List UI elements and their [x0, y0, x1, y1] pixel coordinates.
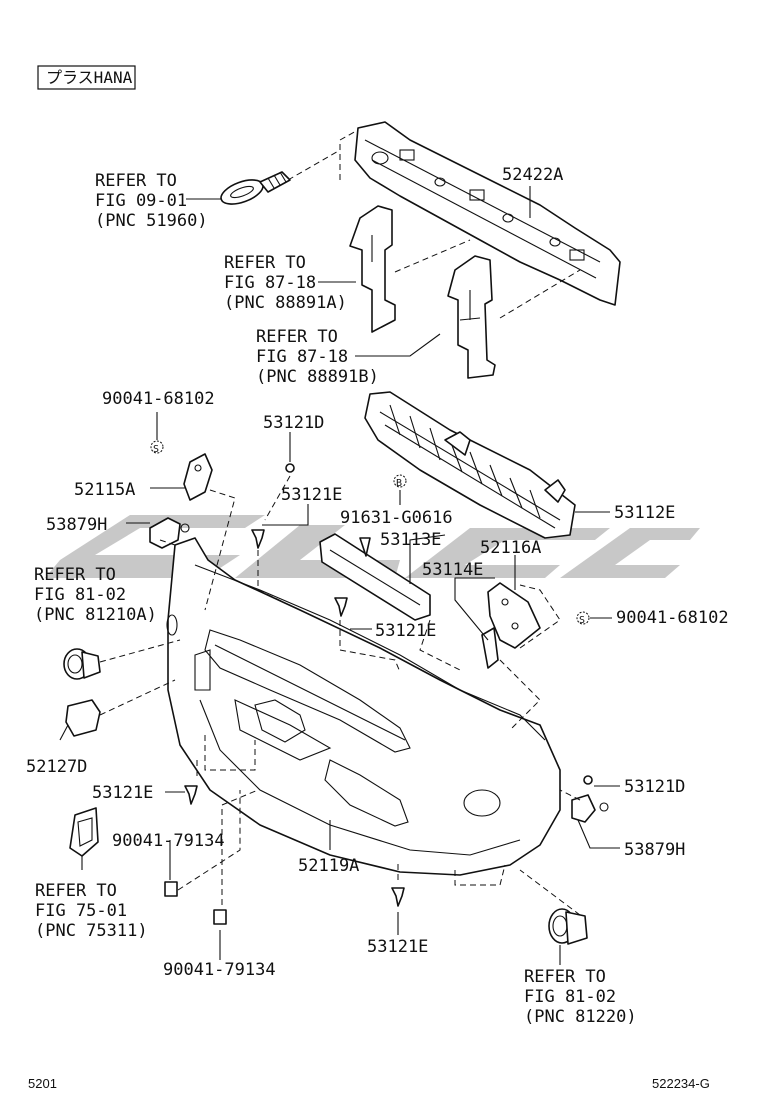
- callout-ref-0901-line2: FIG 09-01: [95, 191, 187, 211]
- callout-ref-0901-line3: (PNC 51960): [95, 211, 208, 231]
- bracket-88891B[interactable]: [447, 255, 496, 379]
- callout-ref-8102a-line2: FIG 81-02: [34, 585, 126, 605]
- part-52422A-energy-absorber[interactable]: [354, 121, 621, 306]
- callout-ref-8718a-line3: (PNC 88891A): [224, 293, 347, 313]
- callout-90041-79134-b: 90041-79134: [163, 960, 276, 980]
- callout-53121E-b: 53121E: [375, 621, 436, 641]
- clip-53121D-right[interactable]: [583, 775, 593, 785]
- callout-52115A: 52115A: [74, 480, 135, 500]
- b-marker: B: [393, 474, 407, 489]
- footer-left-code: 5201: [28, 1076, 57, 1091]
- callout-53112E: 53112E: [614, 503, 675, 523]
- screw-53121E-b[interactable]: [334, 597, 348, 617]
- callout-91631-G0616: 91631-G0616: [340, 508, 453, 528]
- callout-ref-0901-line1: REFER TO: [95, 171, 177, 191]
- screw-53121E-d[interactable]: [391, 887, 405, 907]
- nut-90041-79134-a[interactable]: [164, 881, 178, 897]
- assembly-dashed-lines: [99, 475, 581, 916]
- svg-text:S: S: [153, 444, 159, 455]
- header-tag-text: プラスHANA: [46, 68, 133, 87]
- callout-53114E: 53114E: [422, 560, 483, 580]
- callout-ref-8718a-line2: FIG 87-18: [224, 273, 316, 293]
- callout-ref-8102b-line3: (PNC 81220): [524, 1007, 637, 1027]
- s-marker-top: S: [150, 440, 164, 455]
- callout-ref-8102b-line2: FIG 81-02: [524, 987, 616, 1007]
- header-tag: プラスHANA: [37, 65, 136, 90]
- callout-ref-8102a-line1: REFER TO: [34, 565, 116, 585]
- callout-90041-79134-a: 90041-79134: [112, 831, 225, 851]
- callout-ref-8102b-line1: REFER TO: [524, 967, 606, 987]
- callout-53879H-left: 53879H: [46, 515, 107, 535]
- part-52127D-lamp-cover[interactable]: [65, 699, 101, 737]
- fog-lamp-right[interactable]: [548, 908, 588, 945]
- nut-90041-79134-b[interactable]: [213, 909, 227, 925]
- callout-ref-8718b-line3: (PNC 88891B): [256, 367, 379, 387]
- callout-ref-8718b-line2: FIG 87-18: [256, 347, 348, 367]
- callout-53121E-c: 53121E: [92, 783, 153, 803]
- s-marker-right: S: [576, 611, 590, 626]
- callout-53113E: 53113E: [380, 530, 441, 550]
- part-52115A-side-bracket[interactable]: [183, 453, 213, 501]
- callout-labels: 52422A REFER TO FIG 09-01 (PNC 51960) RE…: [26, 165, 729, 1027]
- callout-52116A: 52116A: [480, 538, 541, 558]
- clip-53121D-top[interactable]: [285, 463, 295, 473]
- emblem-75311[interactable]: [69, 807, 99, 857]
- part-53879H-bracket-right[interactable]: [571, 794, 609, 823]
- part-53113E-upper-retainer[interactable]: [319, 533, 431, 621]
- screw-53121E-c[interactable]: [184, 785, 198, 805]
- callout-ref-8718a-line1: REFER TO: [224, 253, 306, 273]
- screw-53121E-a[interactable]: [251, 529, 265, 549]
- footer-right-code: 522234-G: [652, 1076, 710, 1091]
- callout-53121D-top: 53121D: [263, 413, 324, 433]
- fog-lamp-left[interactable]: [63, 648, 101, 680]
- tow-hook-eye[interactable]: [218, 171, 291, 209]
- callout-ref-8102a-line3: (PNC 81210A): [34, 605, 157, 625]
- bracket-88891A[interactable]: [349, 205, 396, 333]
- callout-53121E-a: 53121E: [281, 485, 342, 505]
- leader-lines: [59, 186, 620, 965]
- callout-52119A: 52119A: [298, 856, 359, 876]
- part-53879H-bracket-left[interactable]: [149, 517, 190, 549]
- callout-ref-7501-line3: (PNC 75311): [35, 921, 148, 941]
- callout-ref-7501-line1: REFER TO: [35, 881, 117, 901]
- callout-52127D: 52127D: [26, 757, 87, 777]
- pin-91631-G0616[interactable]: [359, 537, 371, 557]
- callout-ref-7501-line2: FIG 75-01: [35, 901, 127, 921]
- callout-53879H-right: 53879H: [624, 840, 685, 860]
- part-53112E-lower-grille[interactable]: [364, 391, 576, 539]
- callout-90041-68102-right: 90041-68102: [616, 608, 729, 628]
- part-53114E-bracket[interactable]: [481, 627, 499, 669]
- callout-53121D-right: 53121D: [624, 777, 685, 797]
- callout-53121E-d: 53121E: [367, 937, 428, 957]
- svg-text:B: B: [396, 478, 402, 489]
- part-52116A-side-bracket[interactable]: [487, 582, 541, 649]
- svg-text:S: S: [579, 615, 585, 626]
- callout-52422A: 52422A: [502, 165, 563, 185]
- callout-90041-68102-top: 90041-68102: [102, 389, 215, 409]
- callout-ref-8718b-line1: REFER TO: [256, 327, 338, 347]
